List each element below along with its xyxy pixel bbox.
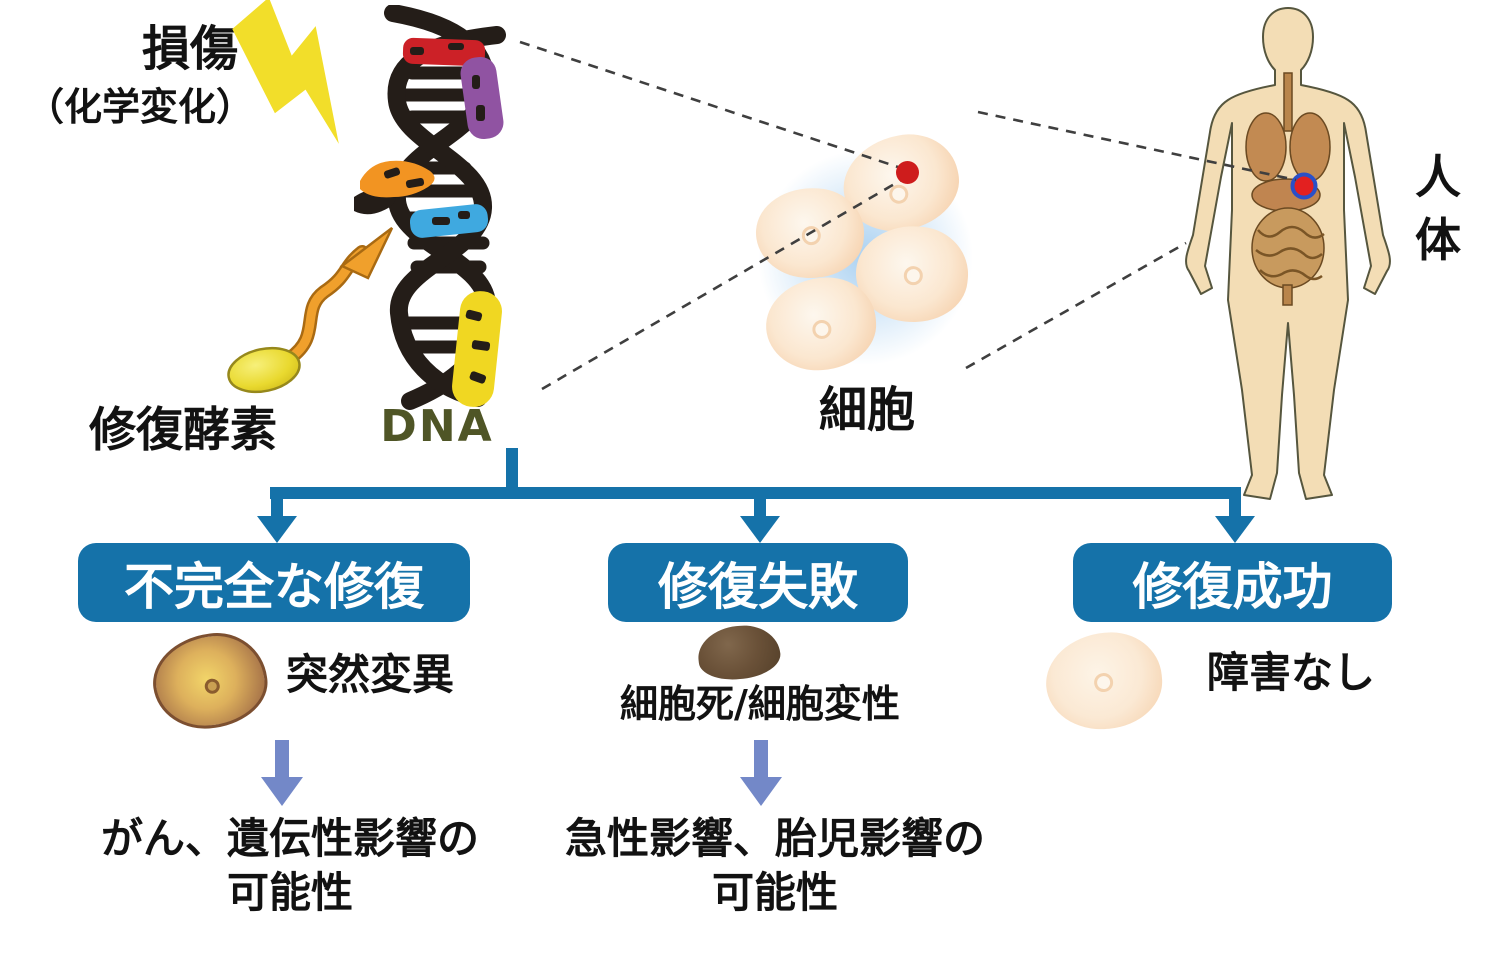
repair-enzyme-icon: [227, 227, 394, 394]
flow-stub-middle: [754, 499, 766, 517]
dna-helix-icon: [354, 5, 506, 410]
cell-nucleus: [203, 677, 221, 695]
repair-enzyme-label: 修復酵素: [89, 403, 277, 458]
flow-bar: [270, 487, 1241, 499]
cell-nucleus: [811, 319, 833, 340]
cell-nucleus: [902, 265, 924, 287]
healthy-cell-icon: [1042, 628, 1166, 734]
lightning-icon: [203, 0, 395, 167]
outcome-box-incomplete-repair: 不完全な修復: [78, 543, 470, 622]
outcome-text-line1: がん、遺伝性影響の: [100, 814, 479, 863]
outcome-box-repair-success: 修復成功: [1073, 543, 1392, 622]
human-body-icon: [1185, 7, 1391, 500]
down-arrow-icon: [733, 740, 789, 806]
damage-sub-label: （化学変化）: [25, 85, 254, 129]
human-body-label: 人体: [1415, 150, 1461, 268]
flow-arrowhead-icon: [1215, 516, 1255, 543]
outcome-text-line2: 可能性: [226, 868, 353, 917]
flow-arrowhead-icon: [740, 516, 780, 543]
flow-stub-right: [1229, 499, 1241, 517]
dna-label: DNA: [380, 401, 494, 452]
dead-cell-icon: [695, 621, 783, 684]
no-harm-label: 障害なし: [1206, 648, 1375, 697]
outcome-text-line2: 可能性: [711, 868, 838, 917]
cell-nucleus: [1093, 672, 1114, 693]
cell-nucleus: [801, 225, 822, 246]
flow-stub-left: [271, 499, 283, 517]
outcome-box-repair-failure: 修復失敗: [608, 543, 908, 622]
mutated-cell-icon: [147, 626, 273, 736]
cell-death-label: 細胞死/細胞変性: [620, 682, 900, 726]
damaged-cell-marker-icon: [896, 161, 919, 184]
damage-label: 損傷: [141, 21, 238, 77]
flow-stem: [506, 448, 518, 490]
flow-arrowhead-icon: [257, 516, 297, 543]
down-arrow-icon: [254, 740, 310, 806]
mutation-label: 突然変異: [285, 650, 454, 699]
cell-label: 細胞: [818, 382, 915, 438]
cell-nucleus: [887, 182, 911, 206]
body-damage-marker-icon: [1290, 172, 1318, 200]
outcome-text-line1: 急性影響、胎児影響の: [564, 814, 985, 863]
